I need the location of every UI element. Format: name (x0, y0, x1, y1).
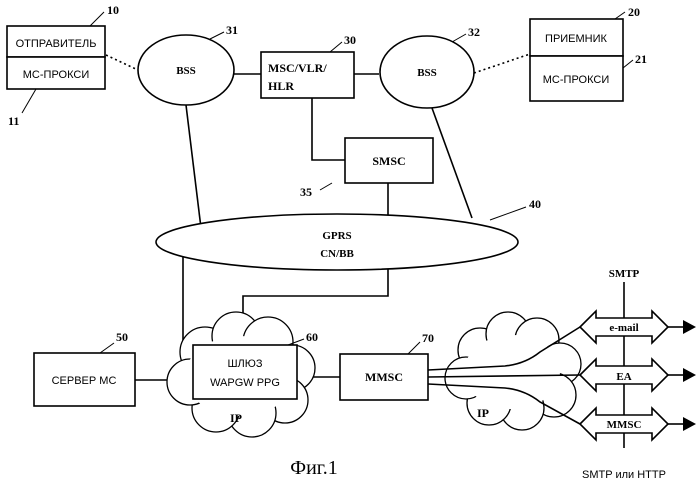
ref-30: 30 (344, 33, 356, 47)
link-sender-bss (106, 55, 140, 71)
ip-cloud-right (445, 312, 581, 430)
ref-leader-50 (100, 343, 114, 353)
gprs-core-network (156, 214, 518, 270)
gateway-label-line2: WAPGW PPG (210, 377, 280, 389)
sender-proxy-label: МС-ПРОКСИ (23, 69, 89, 81)
arrow-ea-label: EA (616, 371, 631, 383)
smsc-label: SMSC (372, 154, 405, 168)
ref-11: 11 (8, 114, 19, 128)
sender-label: ОТПРАВИТЕЛЬ (16, 38, 97, 50)
ref-leader-70 (408, 342, 420, 354)
ref-leader-11 (22, 89, 36, 113)
ref-70: 70 (422, 331, 434, 345)
msc-label-line1: MSC/VLR/ (268, 61, 327, 75)
figure-caption: Фиг.1 (290, 457, 337, 479)
arrow-email: e-mail (580, 311, 696, 343)
ref-leader-10 (90, 12, 104, 26)
ref-40: 40 (529, 197, 541, 211)
arrow-mmsc-label: MMSC (607, 419, 642, 431)
mmsc-label: MMSC (365, 370, 403, 384)
gprs-label-line1: GPRS (322, 230, 351, 242)
link-bss-right-gprs (432, 108, 472, 218)
ref-leader-32 (452, 34, 466, 42)
ref-31: 31 (226, 23, 238, 37)
ref-32: 32 (468, 25, 480, 39)
msc-label-line2: HLR (268, 79, 294, 93)
ref-leader-30 (330, 42, 342, 52)
link-bss-receiver (474, 54, 530, 73)
arrow-email-label: e-mail (609, 322, 638, 334)
link-bss-gprs (186, 105, 201, 228)
ref-50: 50 (116, 330, 128, 344)
bss-right-label: BSS (417, 67, 437, 79)
ms-server-label: СЕРВЕР МС (52, 375, 117, 387)
ref-leader-40 (490, 207, 526, 220)
bss-left-label: BSS (176, 65, 196, 77)
arrow-mmsc: MMSC (580, 408, 696, 440)
ref-10: 10 (107, 3, 119, 17)
protocol-bottom-label: SMTP или HTTP (582, 469, 666, 481)
link-msc-smsc (312, 98, 345, 160)
gateway-box (193, 345, 297, 399)
receiver-label: ПРИЕМНИК (545, 33, 607, 45)
ref-20: 20 (628, 5, 640, 19)
ip-left-label: IP (230, 411, 242, 425)
gprs-label-line2: CN/BB (320, 248, 354, 260)
ref-leader-35 (320, 183, 332, 190)
receiver-proxy-label: МС-ПРОКСИ (543, 74, 609, 86)
ref-leader-21 (623, 60, 633, 68)
ref-21: 21 (635, 52, 647, 66)
protocol-top-label: SMTP (609, 268, 640, 280)
ref-35: 35 (300, 185, 312, 199)
gateway-label-line1: ШЛЮЗ (227, 358, 262, 370)
ref-leader-31 (210, 32, 224, 39)
ref-leader-20 (615, 12, 625, 19)
link-gprs-gateway-a (183, 255, 195, 342)
arrow-ea: EA (580, 359, 696, 391)
ref-60: 60 (306, 330, 318, 344)
ip-right-label: IP (477, 406, 489, 420)
